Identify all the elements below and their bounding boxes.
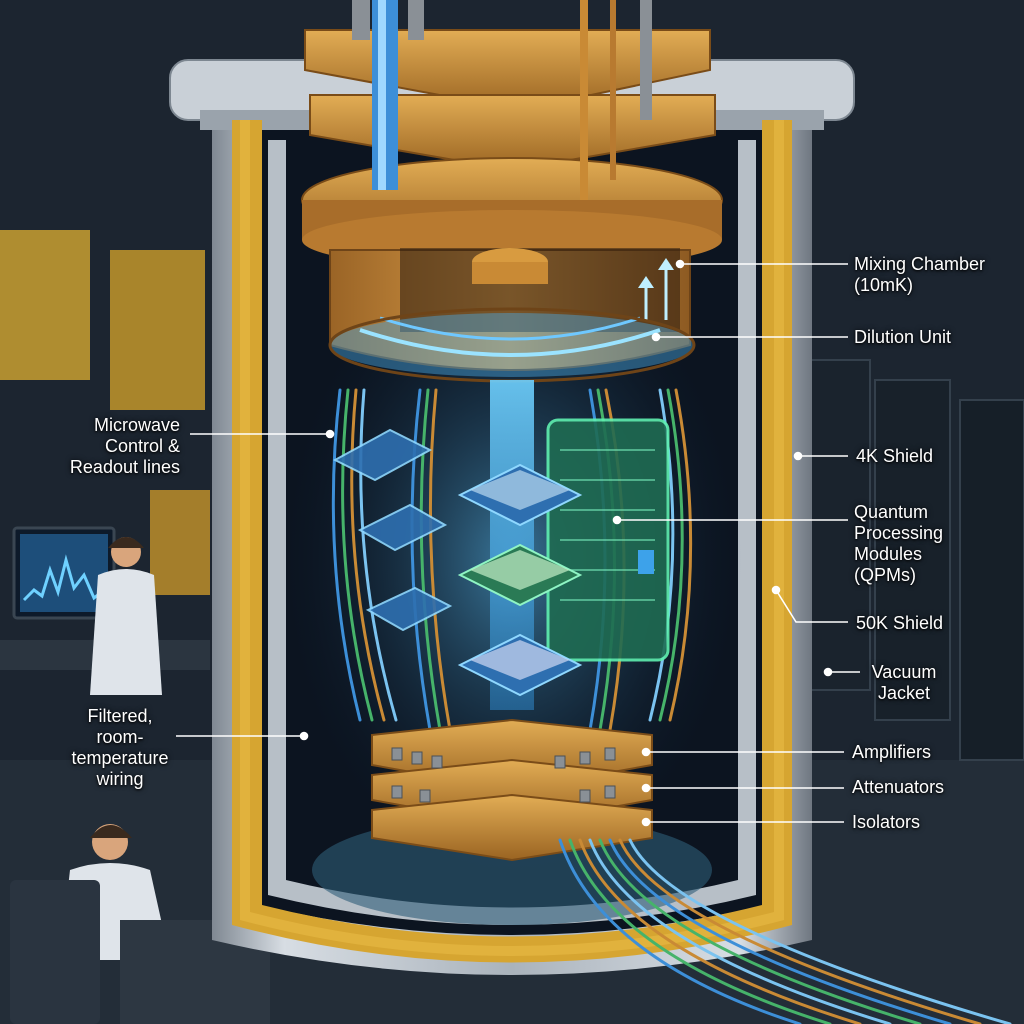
label-qpms: Quantum Processing Modules (QPMs) bbox=[854, 502, 944, 585]
label-dilution-unit: Dilution Unit bbox=[854, 327, 952, 347]
label-attenuators: Attenuators bbox=[852, 777, 945, 797]
lower-stages bbox=[371, 718, 653, 862]
label-isolators: Isolators bbox=[852, 812, 921, 832]
dot-isolators bbox=[641, 817, 651, 827]
dot-50k-shield bbox=[771, 585, 781, 595]
leader-lines bbox=[176, 259, 860, 827]
dot-mixing-chamber bbox=[675, 259, 685, 269]
dot-qpms bbox=[612, 515, 622, 525]
label-filtered-wiring: Filtered, room- temperature wiring bbox=[71, 706, 169, 789]
label-amplifiers: Amplifiers bbox=[852, 742, 932, 762]
dot-microwave-lines bbox=[325, 429, 335, 439]
mixing-chamber-vessel bbox=[328, 248, 696, 383]
label-4k-shield: 4K Shield bbox=[856, 446, 934, 466]
label-50k-shield: 50K Shield bbox=[856, 613, 944, 633]
dot-filtered-wiring bbox=[299, 731, 309, 741]
label-microwave-lines: Microwave Control & Readout lines bbox=[69, 415, 180, 477]
dot-amplifiers bbox=[641, 747, 651, 757]
exit-cables bbox=[558, 838, 1012, 1024]
dot-4k-shield bbox=[793, 451, 803, 461]
qpm-boards bbox=[332, 418, 670, 697]
dot-dilution-unit bbox=[651, 332, 661, 342]
wiring-bundles bbox=[331, 388, 693, 732]
label-mixing-chamber: Mixing Chamber (10mK) bbox=[854, 254, 986, 295]
stage-plates bbox=[301, 0, 723, 270]
dot-attenuators bbox=[641, 783, 651, 793]
label-vacuum-jacket: Vacuum Jacket bbox=[871, 662, 937, 703]
dot-vacuum-jacket bbox=[823, 667, 833, 677]
leader-50k-shield bbox=[775, 589, 848, 623]
